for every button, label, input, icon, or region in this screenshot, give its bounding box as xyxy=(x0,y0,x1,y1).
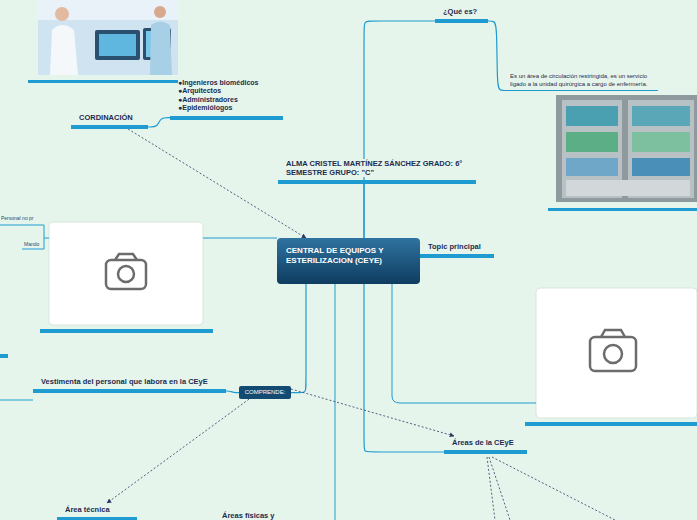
cabinet-photo xyxy=(556,95,697,202)
topic-node: ALMA CRISTEL MARTÍNEZ SÁNCHEZ GRADO: 6° … xyxy=(278,157,476,184)
branch-line xyxy=(364,21,435,238)
decoration xyxy=(38,0,178,75)
dashed-lines xyxy=(487,457,615,520)
node-text: Topic principal xyxy=(428,242,481,251)
topic-node: Área técnica xyxy=(57,503,137,520)
topic-bar xyxy=(548,208,697,211)
node-text: Es un área de circulación restringida, e… xyxy=(510,73,658,88)
dashed-arrow xyxy=(291,389,454,436)
decoration xyxy=(38,0,178,20)
decoration xyxy=(632,106,690,126)
decoration xyxy=(0,225,49,238)
branch-line xyxy=(364,284,444,452)
side-label: Personal no pr xyxy=(1,215,34,221)
decoration xyxy=(0,400,33,401)
node-text: ●Ingenieros biomédicos ●Arquitectos ●Adm… xyxy=(178,79,281,113)
decoration xyxy=(50,25,78,75)
topic-node: ¿Qué es? xyxy=(435,5,488,23)
node-text: Áreas de la CEyE xyxy=(452,438,514,447)
node-text: ¿Qué es? xyxy=(443,7,477,16)
decoration xyxy=(489,457,510,520)
decoration xyxy=(632,132,690,152)
decoration xyxy=(115,254,137,260)
node-text: Área técnica xyxy=(65,505,110,514)
decoration xyxy=(95,30,140,60)
decoration xyxy=(154,6,166,18)
dashed-arrow xyxy=(107,399,249,503)
decoration xyxy=(590,330,636,371)
decoration xyxy=(566,106,618,126)
topic-node: Vestimenta del personal que labora en la… xyxy=(33,375,226,393)
node-text: Vestimenta del personal que labora en la… xyxy=(41,377,208,386)
side-label: Mando xyxy=(24,241,39,247)
decoration xyxy=(118,266,134,282)
topic-node: ●Ingenieros biomédicos ●Arquitectos ●Adm… xyxy=(170,77,283,120)
medical-photo xyxy=(38,0,178,75)
branch-line xyxy=(226,391,239,393)
topic-node: CORDINACIÓN xyxy=(71,111,148,129)
node-text: COMPRENDE: xyxy=(243,389,287,396)
decoration xyxy=(590,337,636,371)
decoration xyxy=(392,284,536,403)
decoration xyxy=(203,238,277,239)
decoration xyxy=(566,158,618,176)
node-text: ALMA CRISTEL MARTÍNEZ SÁNCHEZ GRADO: 6° … xyxy=(286,159,474,177)
photo-placeholder xyxy=(536,288,697,418)
branch-line xyxy=(488,21,506,91)
decoration xyxy=(556,95,697,202)
decoration xyxy=(604,345,622,363)
decoration xyxy=(150,22,172,76)
branch-line xyxy=(148,118,170,127)
central-topic: CENTRAL DE EQUIPOS Y ESTERILIZACION (CEY… xyxy=(277,238,420,284)
decoration xyxy=(99,34,136,56)
decoration xyxy=(566,132,618,152)
topic-bar xyxy=(0,354,8,358)
decoration xyxy=(106,260,146,289)
branch-line xyxy=(363,184,364,238)
decoration xyxy=(49,222,203,325)
decoration xyxy=(487,457,495,520)
topic-bar xyxy=(40,329,213,333)
decoration xyxy=(566,180,690,196)
decoration xyxy=(55,7,69,21)
topic-node: Áreas físicas y xyxy=(214,509,304,520)
node-text: CENTRAL DE EQUIPOS Y ESTERILIZACION (CEY… xyxy=(286,246,411,266)
decoration xyxy=(22,238,44,249)
topic-bar xyxy=(28,80,188,83)
node-text: Áreas físicas y xyxy=(222,511,275,520)
topic-node: Topic principal xyxy=(420,240,494,258)
topic-bar xyxy=(525,422,697,426)
description-node: Es un área de circulación restringida, e… xyxy=(506,73,658,91)
photo-placeholder xyxy=(49,222,203,325)
node-text: CORDINACIÓN xyxy=(79,113,133,122)
decoration xyxy=(601,330,625,337)
branch-line xyxy=(291,284,306,393)
decoration xyxy=(632,158,690,176)
connector-box: COMPRENDE: xyxy=(239,386,291,399)
decoration xyxy=(492,457,615,520)
branch-lines xyxy=(0,225,536,520)
decoration xyxy=(536,288,697,418)
decoration xyxy=(106,254,146,289)
topic-node: Áreas de la CEyE xyxy=(444,436,527,454)
